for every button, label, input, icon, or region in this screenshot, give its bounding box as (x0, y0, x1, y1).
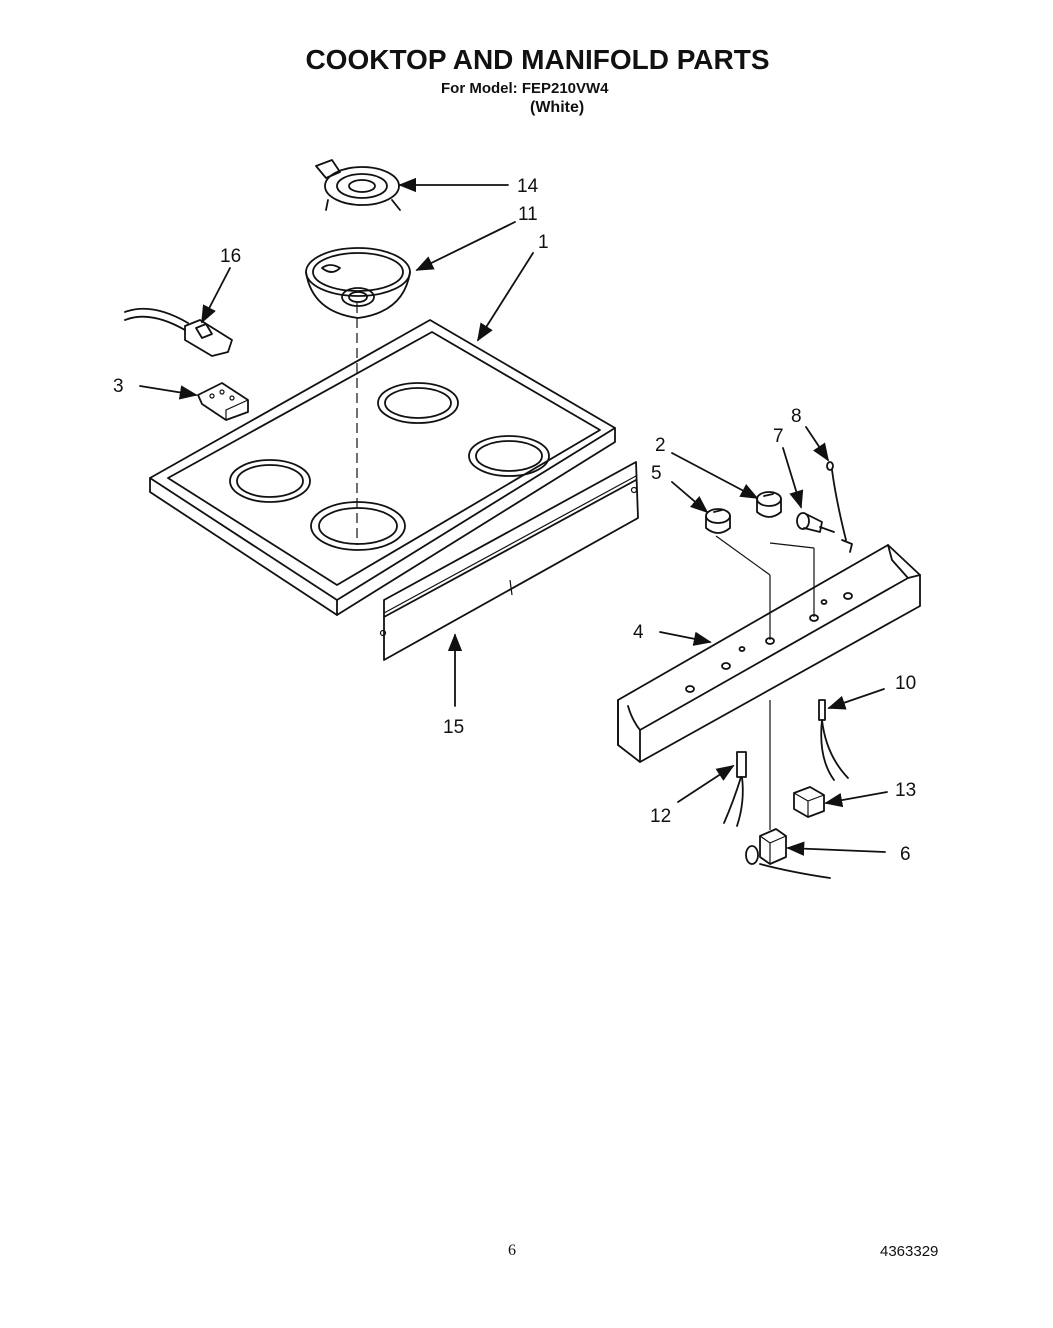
callout-14: 14 (517, 176, 539, 197)
wire-part-8 (826, 461, 853, 553)
callout-5: 5 (651, 463, 662, 484)
rear-trim-part (379, 461, 639, 661)
callout-3: 3 (113, 376, 124, 397)
wire-part-12 (723, 751, 747, 827)
document-number: 4363329 (880, 1243, 939, 1260)
page-number: 6 (508, 1242, 516, 1259)
knob-part-5 (705, 508, 731, 534)
manifold-panel-part (617, 535, 921, 830)
bracket-part (197, 382, 249, 421)
wire-part-10 (818, 699, 849, 781)
switch-part-6 (745, 828, 831, 879)
color-line: (White) (530, 99, 585, 116)
callout-13: 13 (895, 780, 916, 801)
pilot-light-part (796, 512, 835, 533)
switch-part-13 (793, 786, 825, 818)
callout-4: 4 (633, 622, 644, 643)
callout-6: 6 (900, 844, 911, 865)
cooktop-part (149, 303, 616, 616)
surface-element-part (315, 159, 401, 211)
page-title: COOKTOP AND MANIFOLD PARTS (305, 44, 770, 75)
callout-1: 1 (538, 232, 549, 253)
leader-lines (139, 177, 888, 856)
callout-15: 15 (443, 717, 464, 738)
knob-part-2 (756, 491, 782, 518)
callout-2: 2 (655, 435, 666, 456)
terminal-block-part (124, 307, 233, 357)
callout-11: 11 (518, 204, 538, 225)
callout-7: 7 (773, 426, 784, 447)
drip-bowl-part (305, 247, 411, 319)
callout-12: 12 (650, 806, 671, 827)
model-line: For Model: FEP210VW4 (441, 80, 609, 97)
callout-8: 8 (791, 406, 802, 427)
callout-16: 16 (220, 246, 241, 267)
callout-10: 10 (895, 673, 916, 694)
